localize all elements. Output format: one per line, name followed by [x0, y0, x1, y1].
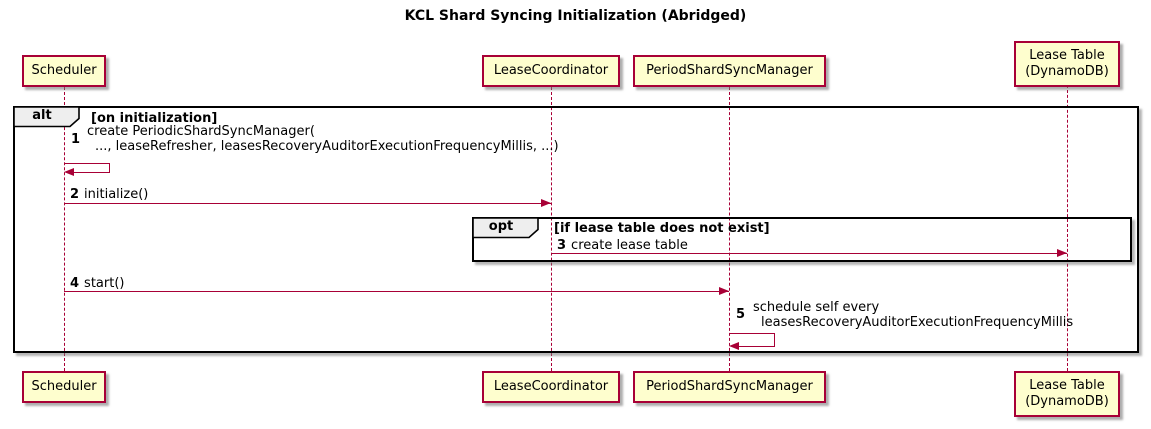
- message-4-arrowhead: [719, 287, 729, 295]
- participant-box-lease-table-top: Lease Table (DynamoDB): [1014, 41, 1120, 87]
- message-5-arrowhead: [729, 342, 739, 350]
- message-1-self-arrow-side: [109, 163, 110, 173]
- opt-frame-header-pentagon: [472, 217, 539, 239]
- opt-frame-operator: opt: [488, 219, 514, 234]
- alt-frame-operator: alt: [32, 108, 52, 123]
- message-2-label: 2 initialize(): [70, 187, 148, 202]
- message-4-text: start(): [84, 276, 125, 291]
- participant-label: (DynamoDB): [1025, 394, 1109, 409]
- message-3-text: create lease table: [571, 238, 688, 253]
- participant-box-scheduler-top: Scheduler: [22, 55, 106, 87]
- lifeline-period-shard-sync-manager: [729, 87, 730, 371]
- alt-frame-header-pentagon: [13, 106, 80, 128]
- message-5-self-arrow-bottom: [737, 346, 775, 347]
- message-1-line2: ..., leaseRefresher, leasesRecoveryAudit…: [95, 139, 559, 154]
- lifeline-lease-table: [1067, 85, 1068, 371]
- message-4-label: 4 start(): [70, 276, 124, 291]
- message-4-arrow: [64, 291, 729, 292]
- message-3-label: 3 create lease table: [557, 238, 688, 253]
- message-1-arrowhead: [64, 168, 74, 176]
- message-2-number: 2: [70, 187, 80, 202]
- participant-label: Lease Table: [1029, 48, 1105, 63]
- message-1-number: 1: [71, 132, 81, 147]
- participant-label: LeaseCoordinator: [493, 379, 609, 394]
- message-5-line2: leasesRecoveryAuditorExecutionFrequencyM…: [761, 315, 1074, 330]
- opt-frame-condition: [if lease table does not exist]: [554, 221, 770, 236]
- message-2-arrowhead: [541, 199, 551, 207]
- message-1-self-arrow-bottom: [72, 172, 110, 173]
- message-2-text: initialize(): [84, 187, 149, 202]
- message-1-self-arrow-top: [64, 163, 110, 164]
- message-5-number: 5: [736, 307, 746, 322]
- message-2-arrow: [64, 203, 551, 204]
- alt-frame: alt [on initialization]: [13, 106, 1139, 353]
- message-3-arrowhead: [1057, 249, 1067, 257]
- diagram-title: KCL Shard Syncing Initialization (Abridg…: [404, 8, 747, 24]
- participant-label: Lease Table: [1029, 378, 1105, 393]
- message-1-line1: create PeriodicShardSyncManager(: [87, 124, 315, 139]
- message-3-arrow: [551, 253, 1067, 254]
- message-5-line1: schedule self every: [753, 300, 880, 315]
- participant-box-period-shard-sync-manager-top: PeriodShardSyncManager: [633, 55, 826, 87]
- participant-label: LeaseCoordinator: [493, 63, 609, 78]
- opt-frame: opt [if lease table does not exist]: [472, 217, 1132, 262]
- alt-frame-condition: [on initialization]: [91, 111, 218, 126]
- message-5-self-arrow-side: [774, 333, 775, 347]
- participant-label: PeriodShardSyncManager: [646, 63, 813, 78]
- lifeline-scheduler: [64, 87, 65, 371]
- message-5-self-arrow-top: [729, 333, 775, 334]
- participant-label: Scheduler: [31, 379, 97, 394]
- message-3-number: 3: [557, 238, 567, 253]
- message-4-number: 4: [70, 276, 80, 291]
- participant-label: PeriodShardSyncManager: [646, 379, 813, 394]
- participant-box-scheduler-bottom: Scheduler: [22, 371, 106, 403]
- participant-label: Scheduler: [31, 63, 97, 78]
- message-5-text: schedule self every leasesRecoveryAudito…: [753, 300, 1073, 330]
- participant-box-lease-table-bottom: Lease Table (DynamoDB): [1014, 371, 1120, 417]
- participant-box-lease-coordinator-bottom: LeaseCoordinator: [482, 371, 620, 403]
- participant-label: (DynamoDB): [1025, 64, 1109, 79]
- message-1-text: create PeriodicShardSyncManager( ..., le…: [87, 124, 559, 154]
- participant-box-lease-coordinator-top: LeaseCoordinator: [482, 55, 620, 87]
- participant-box-period-shard-sync-manager-bottom: PeriodShardSyncManager: [633, 371, 826, 403]
- lifeline-lease-coordinator: [551, 87, 552, 371]
